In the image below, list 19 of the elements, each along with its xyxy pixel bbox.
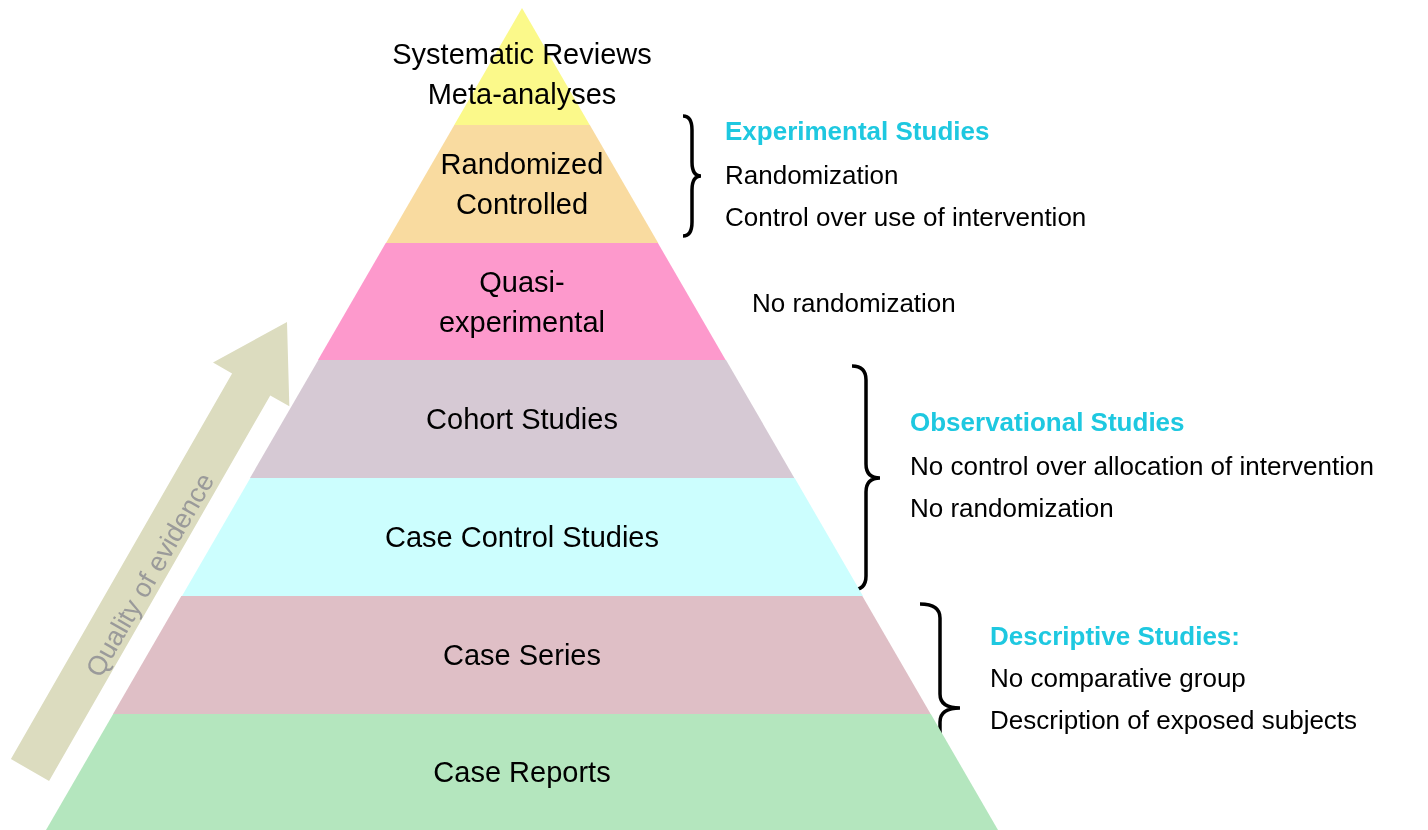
- description-text: No control over allocation of intervention: [910, 450, 1374, 483]
- description-text: Control over use of intervention: [725, 201, 1087, 234]
- section-heading: Observational Studies: [910, 406, 1185, 439]
- tier-label: Cohort Studies: [425, 402, 619, 437]
- pyramid-tier: [249, 360, 795, 478]
- description-text: Randomization: [725, 159, 899, 192]
- description-text: Description of exposed subjects: [990, 704, 1358, 737]
- tier-label: Systematic Reviews Meta-analyses: [391, 36, 653, 112]
- section-heading: Experimental Studies: [725, 115, 990, 148]
- tier-label: Quasi-experimental: [437, 264, 606, 340]
- tier-label: Case Control Studies: [383, 520, 660, 555]
- description-text: No randomization: [910, 492, 1114, 525]
- description-text: No randomization: [752, 287, 956, 320]
- pyramid-tier: [318, 243, 726, 360]
- section-heading: Descriptive Studies:: [990, 620, 1240, 653]
- pyramid-tier: [385, 125, 659, 243]
- description-text: No comparative group: [990, 662, 1246, 695]
- tier-label: Case Reports: [432, 755, 612, 790]
- tier-label: Randomized Controlled: [439, 147, 605, 222]
